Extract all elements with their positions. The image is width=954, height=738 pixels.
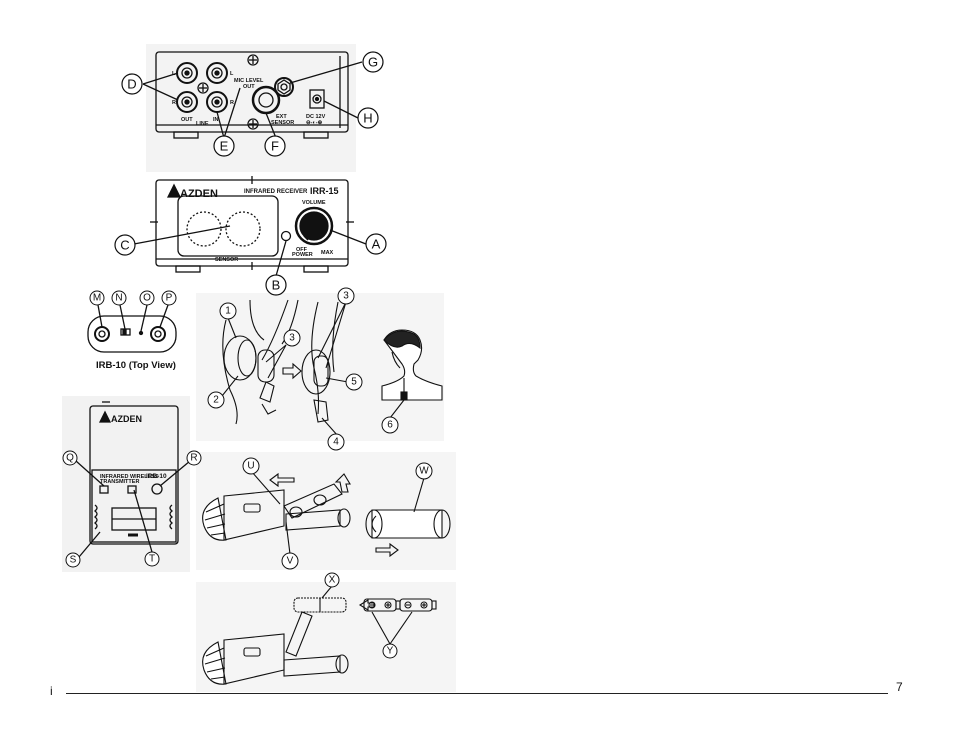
callout-s: S: [70, 555, 77, 566]
callout-g: G: [368, 55, 378, 70]
front-view-diagram: [133, 176, 367, 277]
page-number: 7: [896, 680, 903, 694]
callout-n: N: [115, 293, 122, 304]
irb-front-callouts: [62, 450, 202, 568]
callout-1: 1: [225, 306, 231, 317]
callout-m: M: [93, 293, 101, 304]
callout-5: 5: [351, 377, 357, 388]
rear-view-callouts: [121, 51, 384, 157]
rear-label-mic-out: OUT: [243, 84, 255, 90]
rear-view-diagram: [142, 51, 363, 139]
irb-front-labels: AZDEN INFRARED WIRELESS TRANSMITTER IRB-…: [100, 414, 167, 485]
callout-f: F: [271, 139, 279, 154]
callout-q: Q: [66, 453, 74, 464]
irb-front-small-2: TRANSMITTER: [100, 479, 139, 485]
rear-label-l2: L: [230, 71, 234, 77]
callout-3a: 3: [289, 333, 295, 344]
front-model-num: IRR-15: [310, 186, 339, 196]
front-brand: AZDEN: [180, 188, 218, 200]
callout-6: 6: [387, 420, 393, 431]
battery-panel: [196, 582, 456, 692]
rear-label-r1: R: [172, 100, 176, 106]
callout-h: H: [363, 111, 372, 126]
irb-front-panel: [62, 396, 190, 572]
irb-top-callouts: [89, 290, 177, 306]
callout-4: 4: [333, 437, 339, 448]
irb-front-brand: AZDEN: [111, 414, 142, 424]
callout-t: T: [149, 554, 155, 565]
rear-label-sensor: SENSOR: [271, 120, 294, 126]
rear-label-polarity: ⊖-◐-⊕: [306, 120, 323, 126]
irb-top-diagram: [87, 304, 177, 353]
front-max-label: MAX: [321, 250, 334, 256]
clip-diagram: [221, 299, 443, 437]
callout-y: Y: [387, 646, 394, 657]
clip-callouts: [207, 287, 399, 451]
mic-diagram: [202, 471, 451, 558]
callout-o: O: [143, 293, 151, 304]
rear-label-r2: R: [230, 100, 234, 106]
irb-front-diagram: [75, 401, 191, 558]
footer-left-mark: i: [50, 684, 53, 698]
battery-callouts: [324, 572, 398, 659]
irb-front-model: IRB-10: [146, 473, 167, 480]
rear-label-ext: EXT: [276, 114, 287, 120]
callout-e: E: [220, 139, 229, 154]
callout-2: 2: [213, 395, 219, 406]
rear-label-mic-level: MIC LEVEL: [234, 78, 264, 84]
rear-view-labels: L R L R OUT LINE IN MIC LEVEL OUT EXT SE…: [172, 71, 326, 127]
rear-label-line: LINE: [196, 121, 209, 127]
callout-c: C: [120, 238, 129, 253]
rear-label-out: OUT: [181, 117, 193, 123]
callout-r: R: [190, 453, 197, 464]
callout-p: P: [166, 293, 173, 304]
callout-a: A: [372, 237, 381, 252]
front-volume-label: VOLUME: [302, 200, 326, 206]
callout-x: X: [329, 575, 336, 586]
rear-label-l1: L: [172, 71, 176, 77]
battery-diagram: [202, 585, 437, 685]
front-sensor-label: SENSOR: [215, 257, 238, 263]
footer-rule: [66, 693, 888, 694]
callout-v: V: [287, 556, 294, 567]
callout-w: W: [419, 466, 429, 477]
callout-b: B: [272, 278, 281, 293]
front-off-label: OFF: [296, 247, 308, 253]
irb-top-caption: IRB-10 (Top View): [96, 360, 176, 371]
callout-3b: 3: [343, 291, 349, 302]
rear-label-in: IN: [213, 117, 219, 123]
rear-label-dc: DC 12V: [306, 114, 326, 120]
callout-u: U: [247, 461, 254, 472]
front-view-labels: AZDEN INFRARED RECEIVER IRR-15 VOLUME OF…: [180, 186, 339, 263]
front-model-text: INFRARED RECEIVER: [244, 189, 308, 195]
mic-callouts: [242, 457, 433, 570]
callout-d: D: [127, 77, 136, 92]
irb-front-small-1: INFRARED WIRELESS: [100, 474, 159, 480]
front-view-callouts: [114, 233, 387, 296]
front-power-label: POWER: [292, 252, 313, 258]
